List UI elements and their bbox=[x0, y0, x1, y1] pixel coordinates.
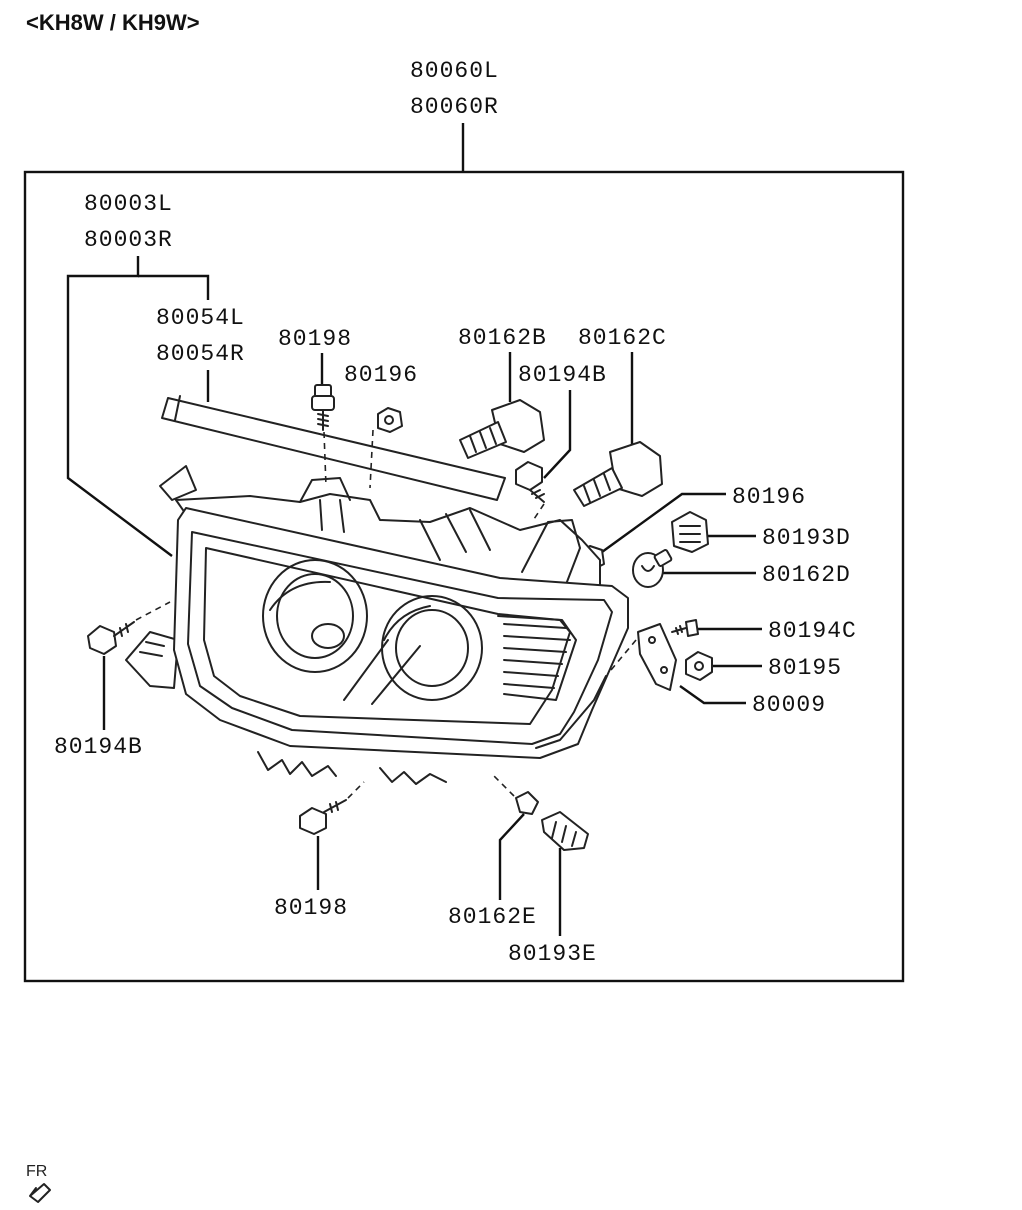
leader-80194b-top bbox=[543, 390, 572, 479]
seal-strip-drawing bbox=[161, 397, 506, 501]
screw-80194c-drawing bbox=[671, 619, 699, 637]
nut-80195-drawing bbox=[685, 651, 713, 681]
model-header: <KH8W / KH9W> bbox=[26, 10, 200, 35]
dash-80196-top bbox=[369, 429, 374, 489]
bulb-80162e-drawing bbox=[515, 791, 539, 815]
seal-strip-edge bbox=[174, 395, 181, 421]
assembly-frame bbox=[23, 170, 905, 983]
label-80060r[interactable]: 80060R bbox=[410, 94, 499, 120]
screw-80194b-top-drawing bbox=[515, 461, 545, 503]
bulb-80162c-drawing bbox=[573, 441, 663, 507]
label-80162d[interactable]: 80162D bbox=[762, 562, 851, 588]
label-80194c[interactable]: 80194C bbox=[768, 618, 857, 644]
label-80194b-left[interactable]: 80194B bbox=[54, 734, 143, 760]
screw-80198-bottom-drawing bbox=[299, 799, 347, 835]
label-80193e[interactable]: 80193E bbox=[508, 941, 597, 967]
label-80198-bottom[interactable]: 80198 bbox=[274, 895, 348, 921]
screw-80198-top-drawing bbox=[311, 384, 335, 431]
label-80194b-top[interactable]: 80194B bbox=[518, 362, 607, 388]
label-80198-top[interactable]: 80198 bbox=[278, 326, 352, 352]
socket-80193e-drawing bbox=[541, 811, 589, 851]
leader-80003 bbox=[66, 256, 173, 557]
dash-80194b-left bbox=[135, 601, 171, 621]
label-80196-top[interactable]: 80196 bbox=[344, 362, 418, 388]
label-80193d[interactable]: 80193D bbox=[762, 525, 851, 551]
socket-80193d-drawing bbox=[671, 511, 709, 553]
bracket-80009-drawing bbox=[637, 623, 677, 691]
label-80162b[interactable]: 80162B bbox=[458, 325, 547, 351]
label-80003l[interactable]: 80003L bbox=[84, 191, 173, 217]
leader-80162e bbox=[498, 813, 525, 900]
label-80195[interactable]: 80195 bbox=[768, 655, 842, 681]
dash-80162e bbox=[493, 775, 515, 797]
screw-80194b-left-drawing bbox=[87, 621, 135, 655]
leader-80003-branch bbox=[138, 274, 210, 300]
label-80009[interactable]: 80009 bbox=[752, 692, 826, 718]
dash-80198-bottom bbox=[347, 781, 365, 799]
dash-80198-top bbox=[323, 431, 327, 487]
label-80054r[interactable]: 80054R bbox=[156, 341, 245, 367]
label-80162c[interactable]: 80162C bbox=[578, 325, 667, 351]
label-80060l[interactable]: 80060L bbox=[410, 58, 499, 84]
leader-80196-right bbox=[601, 492, 726, 553]
fr-arrow-icon bbox=[29, 1183, 51, 1203]
dash-80194b-top bbox=[531, 503, 545, 523]
label-80196-right[interactable]: 80196 bbox=[732, 484, 806, 510]
label-80162e[interactable]: 80162E bbox=[448, 904, 537, 930]
label-80003r[interactable]: 80003R bbox=[84, 227, 173, 253]
headlamp-housing-drawing bbox=[125, 465, 629, 785]
leader-80009 bbox=[679, 685, 746, 705]
fr-marker: FR bbox=[26, 1163, 47, 1180]
bulb-80162d-drawing bbox=[632, 549, 673, 588]
dash-80009 bbox=[605, 639, 637, 677]
label-80054l[interactable]: 80054L bbox=[156, 305, 245, 331]
nut-80196-top-drawing bbox=[377, 407, 403, 433]
bulb-80162b-drawing bbox=[459, 399, 545, 459]
